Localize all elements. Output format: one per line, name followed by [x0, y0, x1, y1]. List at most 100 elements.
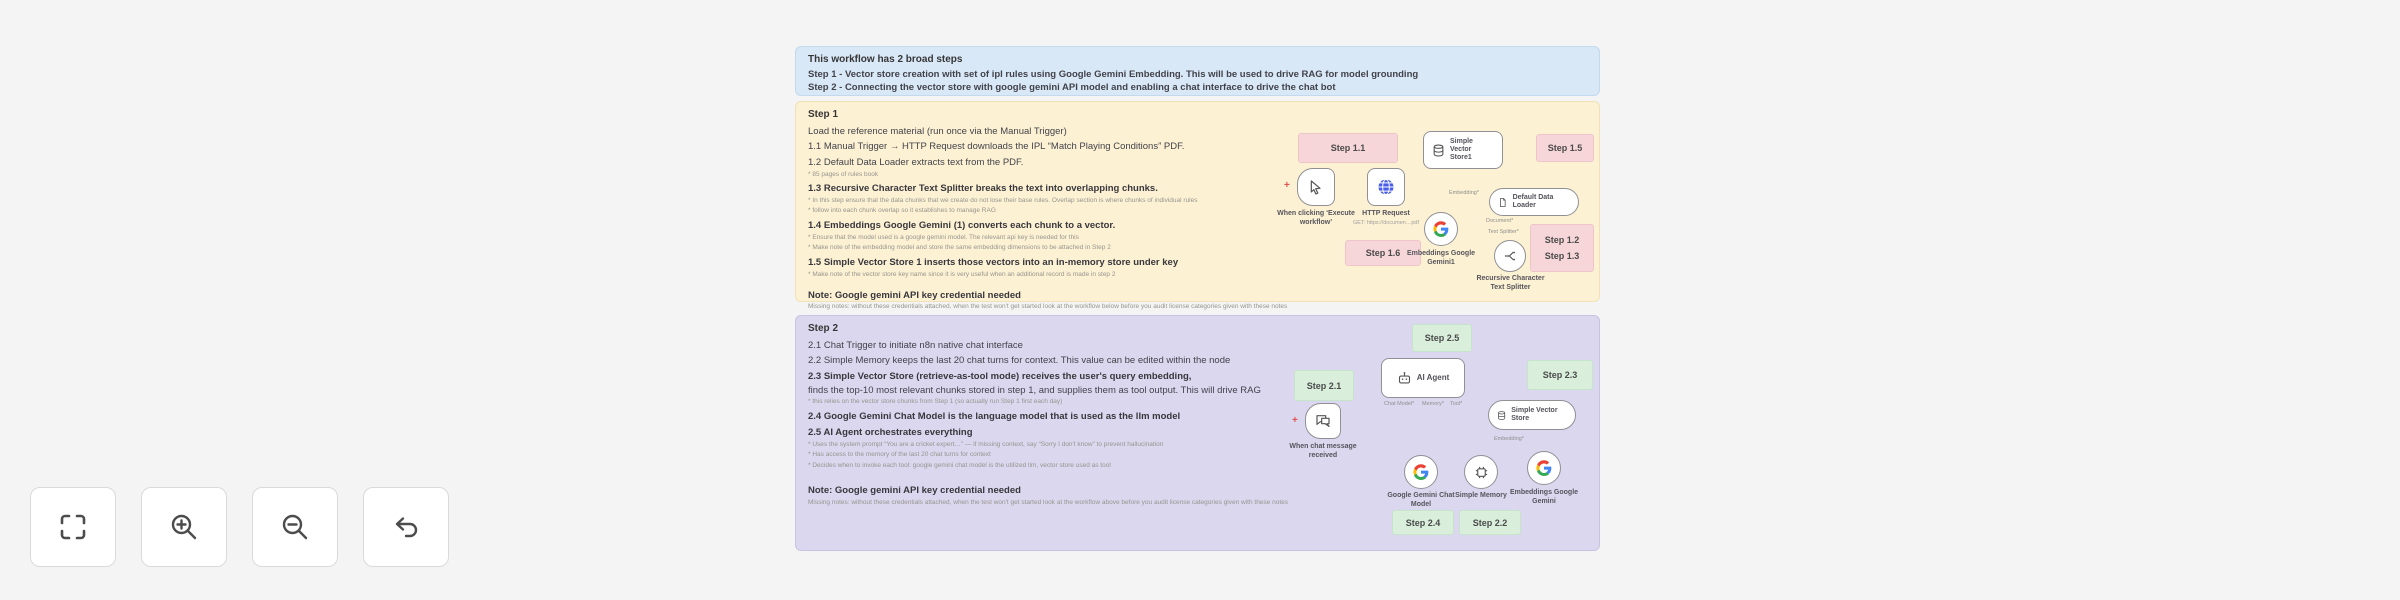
step2-item-2-4: 2.4 Google Gemini Chat Model is the lang…: [808, 411, 1181, 423]
step2-item-2-5-note3: * Decides when to invoke each tool: goog…: [808, 461, 1111, 469]
node-simple-vector-store-tool[interactable]: Simple Vector Store: [1488, 400, 1576, 430]
step1-item-1-3: 1.3 Recursive Character Text Splitter br…: [808, 183, 1158, 195]
node-embeddings-google-gemini1[interactable]: [1424, 212, 1458, 246]
sticky-note-overview[interactable]: This workflow has 2 broad steps Step 1 -…: [795, 46, 1600, 96]
step2-item-2-3-note: * this relies on the vector store chunks…: [808, 398, 1063, 406]
globe-icon: [1378, 179, 1394, 195]
step-label-2-2-text: Step 2.2: [1472, 517, 1508, 528]
step2-item-2-5-note2: * Has access to the memory of the last 2…: [808, 451, 991, 459]
step1-item-1-5-note: * Make note of the vector store key name…: [808, 270, 1116, 278]
node-default-data-loader[interactable]: Default Data Loader: [1489, 188, 1579, 216]
node-simple-memory[interactable]: [1464, 455, 1498, 489]
database-icon: [1498, 410, 1506, 420]
step-label-2-3-text: Step 2.3: [1542, 370, 1578, 380]
google-logo-icon: [1413, 464, 1429, 480]
step-label-1-1-text: Step 1.1: [1330, 143, 1366, 153]
overview-title: This workflow has 2 broad steps: [808, 54, 963, 65]
node-simple-vector-store1[interactable]: Simple Vector Store1: [1423, 131, 1503, 169]
step1-item-1-4: 1.4 Embeddings Google Gemini (1) convert…: [808, 220, 1116, 232]
step2-item-2-3b: finds the top-10 most relevant chunks st…: [808, 384, 1261, 396]
node-simple-vector-store-tool-label: Simple Vector Store: [1511, 406, 1558, 422]
node-manual-trigger-label: When clicking ‘Execute workflow’: [1277, 210, 1355, 226]
step2-item-2-1: 2.1 Chat Trigger to initiate n8n native …: [808, 339, 1023, 351]
node-recursive-text-splitter-label: Recursive Character Text Splitter: [1476, 275, 1545, 291]
step2-heading: Step 2: [808, 323, 839, 334]
node-ai-agent[interactable]: AI Agent: [1381, 358, 1465, 398]
step-label-2-1[interactable]: Step 2.1: [1294, 370, 1354, 401]
step2-credential-note-sub: Missing notes: without these credentials…: [808, 499, 1288, 507]
step2-item-2-5: 2.5 AI Agent orchestrates everything: [808, 427, 973, 439]
node-http-request-label: HTTP Request GET: https://documen…pdf: [1351, 210, 1421, 227]
node-chat-trigger-label: When chat message received: [1289, 443, 1357, 459]
document-icon: [1499, 197, 1506, 207]
zoom-in-button[interactable]: [141, 487, 227, 567]
google-logo-icon: [1433, 221, 1449, 237]
step1-credential-note: Note: Google gemini API key credential n…: [808, 289, 1021, 301]
conn-label-tool: Tool*: [1450, 401, 1463, 407]
step2-item-2-5-note1: * Uses the system prompt “You are a cric…: [808, 441, 1164, 449]
node-manual-trigger[interactable]: [1297, 168, 1335, 206]
step-label-1-5-text: Step 1.5: [1547, 143, 1583, 153]
step-label-1-6-text: Step 1.6: [1365, 248, 1401, 258]
step-label-1-3-text: Step 1.3: [1544, 251, 1580, 261]
fit-view-icon: [60, 514, 86, 540]
database-icon: [1433, 144, 1444, 156]
trigger-error-marker: +: [1284, 180, 1290, 191]
step-label-1-6[interactable]: Step 1.6: [1345, 240, 1421, 266]
step2-item-2-2: 2.2 Simple Memory keeps the last 20 chat…: [808, 355, 1231, 367]
step1-item-1-1: 1.1 Manual Trigger → HTTP Request downlo…: [808, 141, 1185, 153]
conn-label-text-splitter: Text Splitter*: [1488, 229, 1519, 235]
conn-label-chat-model: Chat Model*: [1384, 401, 1415, 407]
step-label-2-4[interactable]: Step 2.4: [1392, 510, 1454, 535]
step-label-1-1[interactable]: Step 1.1: [1298, 133, 1398, 163]
step1-item-1-3-note1: * In this step ensure that the data chun…: [808, 197, 1198, 205]
node-simple-memory-label: Simple Memory: [1455, 492, 1507, 499]
step1-item-1-5: 1.5 Simple Vector Store 1 inserts those …: [808, 257, 1179, 268]
step1-heading: Step 1: [808, 109, 839, 120]
reset-zoom-button[interactable]: [363, 487, 449, 567]
step1-item-1-3-note2: * follow into each chunk overlap so it e…: [808, 207, 996, 215]
overview-step1-line: Step 1 - Vector store creation with set …: [808, 69, 1419, 80]
zoom-out-icon: [282, 514, 308, 540]
http-request-sublabel: GET: https://documen…pdf: [1352, 219, 1420, 226]
zoom-out-button[interactable]: [252, 487, 338, 567]
conn-label-document: Document*: [1486, 218, 1514, 224]
node-ai-agent-label: AI Agent: [1416, 373, 1450, 383]
conn-label-embedding-2: Embedding*: [1494, 436, 1524, 442]
step1-item-1-2-note: * 85 pages of rules book: [808, 170, 879, 178]
node-embeddings-google-gemini-2[interactable]: [1527, 451, 1561, 485]
chat-trigger-error-marker: +: [1292, 415, 1298, 426]
step2-item-2-3: 2.3 Simple Vector Store (retrieve-as-too…: [808, 371, 1192, 383]
node-simple-vector-store1-label: Simple Vector Store1: [1450, 137, 1473, 162]
node-google-gemini-chat-model[interactable]: [1404, 455, 1438, 489]
fit-view-button[interactable]: [30, 487, 116, 567]
node-embeddings-google-gemini-2-label: Embeddings Google Gemini: [1509, 489, 1579, 505]
sticky-note-step1[interactable]: Step 1 Load the reference material (run …: [795, 101, 1600, 310]
step-label-2-1-text: Step 2.1: [1306, 380, 1342, 391]
node-chat-trigger[interactable]: [1305, 403, 1341, 439]
step-label-2-5-text: Step 2.5: [1424, 333, 1460, 343]
zoom-in-icon: [171, 514, 197, 540]
step2-credential-note: Note: Google gemini API key credential n…: [808, 485, 1021, 497]
step1-credential-note-sub: Missing notes: without these credentials…: [808, 303, 1288, 311]
conn-label-memory: Memory*: [1422, 401, 1445, 407]
step-label-2-5[interactable]: Step 2.5: [1412, 324, 1472, 352]
http-request-label-text: HTTP Request: [1362, 210, 1410, 217]
step1-item-1-2: 1.2 Default Data Loader extracts text fr…: [808, 156, 1024, 168]
memory-chip-icon: [1475, 466, 1487, 478]
node-google-gemini-chat-model-label: Google Gemini Chat Model: [1387, 492, 1455, 508]
robot-icon: [1398, 371, 1410, 383]
node-recursive-text-splitter[interactable]: [1494, 240, 1526, 272]
node-http-request[interactable]: [1367, 168, 1405, 206]
step-label-1-2-text: Step 1.2: [1544, 235, 1580, 245]
step-label-1-2-1-3[interactable]: Step 1.2 Step 1.3: [1530, 224, 1594, 272]
google-logo-icon: [1536, 460, 1552, 476]
undo-arrow-icon: [395, 517, 418, 538]
step1-item-1-4-note1: * Ensure that the model used is a google…: [808, 233, 1079, 241]
overview-step2-line: Step 2 - Connecting the vector store wit…: [808, 82, 1336, 94]
step-label-2-3[interactable]: Step 2.3: [1527, 360, 1593, 390]
step-label-1-5[interactable]: Step 1.5: [1536, 134, 1594, 162]
step-label-2-2[interactable]: Step 2.2: [1459, 510, 1521, 535]
chat-bubble-icon: [1316, 415, 1330, 427]
